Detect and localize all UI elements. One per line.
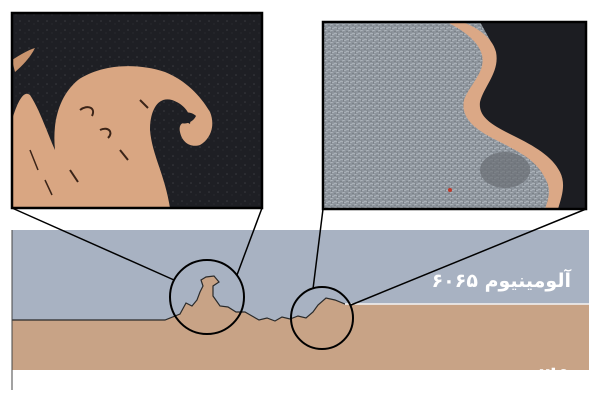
label-aluminum-6065: آلومینیوم ۶۰۶۵ — [432, 270, 571, 292]
micrograph-right — [323, 22, 586, 209]
micrograph-left — [12, 13, 262, 208]
label-copper: مس — [530, 358, 569, 380]
cross-section — [12, 230, 589, 390]
